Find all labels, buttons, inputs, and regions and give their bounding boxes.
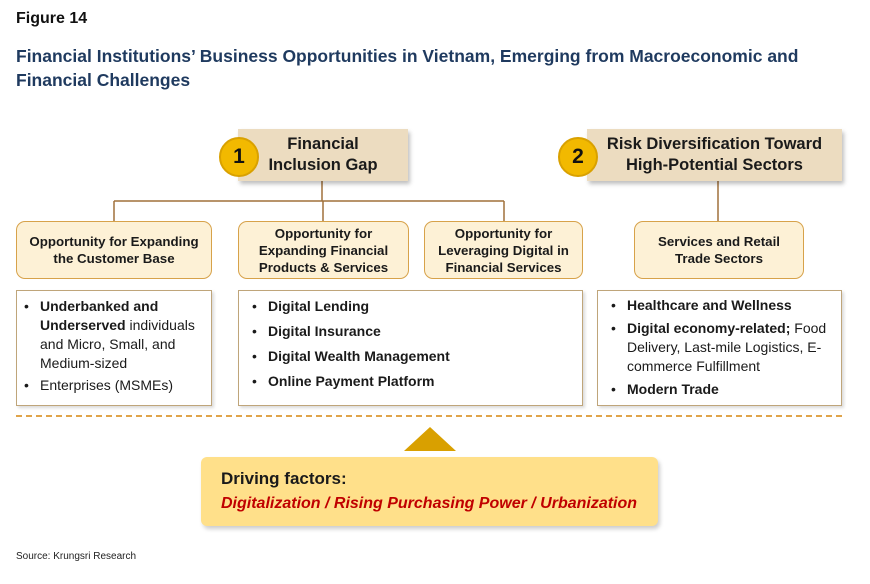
bullet-icon: •: [252, 298, 257, 314]
number-badge-label: 1: [233, 145, 245, 168]
list-item-bold: Digital economy-related;: [627, 320, 791, 336]
list-item-text: Food Delivery, Last-mile Logistics, E-co…: [627, 320, 827, 374]
figure-title: Financial Institutions’ Business Opportu…: [16, 46, 799, 90]
list-item: • Digital Insurance: [245, 322, 576, 341]
number-badge-label: 2: [572, 145, 584, 168]
group-header-risk-diversification: Risk Diversification Toward High-Potenti…: [587, 129, 842, 181]
up-arrow-icon: [404, 427, 456, 451]
panel-customer-base: • Underbanked and Underserved individual…: [16, 290, 212, 406]
panel-digital-services: • Digital Lending • Digital Insurance • …: [238, 290, 583, 406]
source-note: Source: Krungsri Research: [16, 551, 137, 562]
group-header-financial-inclusion: Financial Inclusion Gap: [238, 129, 408, 181]
opportunity-label: Opportunity for Expanding Financial Prod…: [258, 225, 389, 275]
number-badge-1: 1: [219, 137, 259, 177]
driving-factors-title: Driving factors:: [221, 469, 347, 488]
list-item-text: Digital Lending: [268, 298, 370, 314]
bullet-icon: •: [24, 298, 29, 314]
list-item-text: Digital Insurance: [268, 323, 381, 339]
opportunity-label: Opportunity for Expanding the Customer B…: [29, 234, 199, 266]
dashed-divider: [16, 415, 842, 417]
list-item: • Enterprises (MSMEs): [17, 376, 205, 395]
bullet-icon: •: [611, 381, 616, 397]
list-item: • Underbanked and Underserved individual…: [17, 297, 205, 373]
bullet-icon: •: [611, 320, 616, 336]
list-item: • Modern Trade: [604, 380, 835, 399]
bullet-icon: •: [252, 373, 257, 389]
list-item: • Digital Wealth Management: [245, 347, 576, 366]
list-item: • Online Payment Platform: [245, 372, 576, 391]
list-item-text: Healthcare and Wellness: [627, 297, 792, 313]
list-item: • Healthcare and Wellness: [604, 296, 835, 315]
opportunity-label: Opportunity for Leveraging Digital in Fi…: [438, 225, 569, 275]
list-item-bold: Underbanked and Underserved: [40, 298, 159, 333]
driving-factors-box: Driving factors: Digitalization / Rising…: [201, 457, 658, 526]
opportunity-financial-products: Opportunity for Expanding Financial Prod…: [238, 221, 409, 279]
group-header-label: Risk Diversification Toward High-Potenti…: [606, 135, 823, 174]
bullet-icon: •: [24, 377, 29, 393]
list-item-text: Online Payment Platform: [268, 373, 435, 389]
bullet-icon: •: [611, 297, 616, 313]
bullet-icon: •: [252, 323, 257, 339]
opportunity-services-retail: Services and Retail Trade Sectors: [634, 221, 804, 279]
bullet-icon: •: [252, 348, 257, 364]
figure-label: Figure 14: [16, 10, 88, 27]
list-item: • Digital economy-related; Food Delivery…: [604, 319, 835, 376]
opportunity-label: Services and Retail Trade Sectors: [658, 234, 780, 266]
list-item-text: Enterprises (MSMEs): [40, 377, 174, 393]
driving-factors-text: Digitalization / Rising Purchasing Power…: [221, 495, 638, 512]
list-item-text: Digital Wealth Management: [268, 348, 450, 364]
panel-sectors: • Healthcare and Wellness • Digital econ…: [597, 290, 842, 406]
opportunity-customer-base: Opportunity for Expanding the Customer B…: [16, 221, 212, 279]
list-item: • Digital Lending: [245, 297, 576, 316]
group-header-label: Financial Inclusion Gap: [268, 135, 378, 174]
opportunity-leveraging-digital: Opportunity for Leveraging Digital in Fi…: [424, 221, 583, 279]
number-badge-2: 2: [558, 137, 598, 177]
list-item-text: Modern Trade: [627, 381, 719, 397]
list-item-text: individuals and Micro, Small, and Medium…: [40, 317, 195, 371]
